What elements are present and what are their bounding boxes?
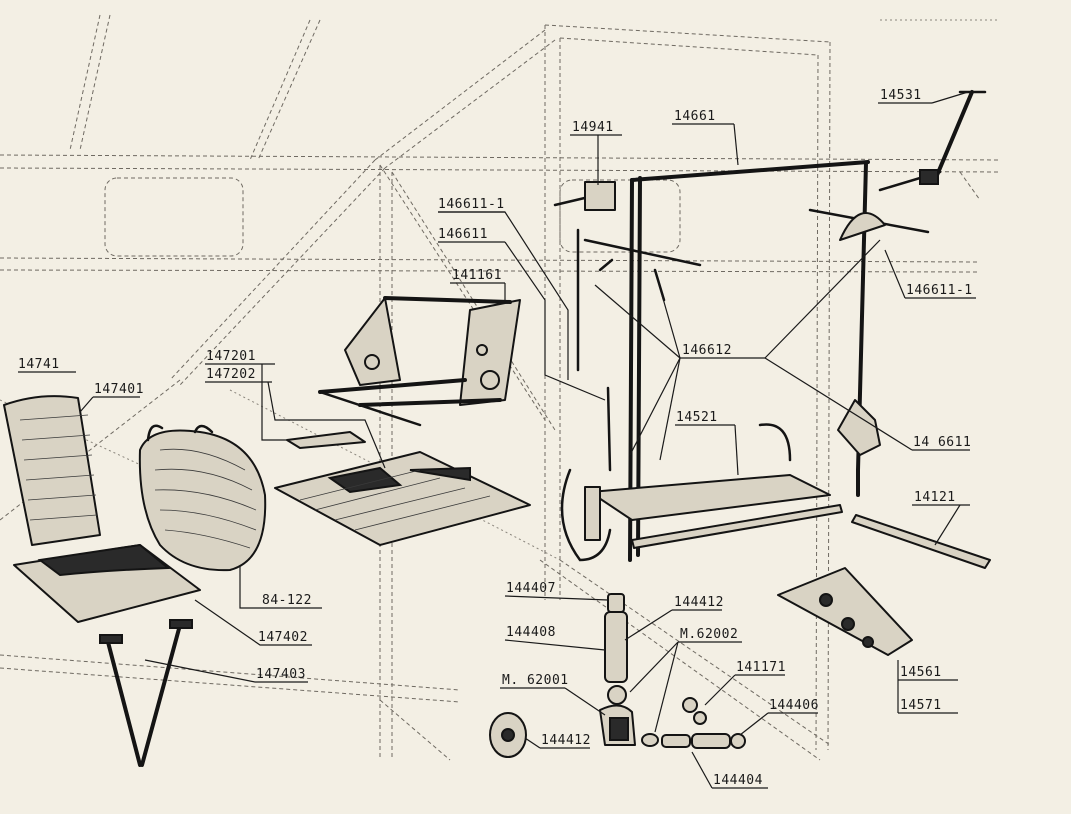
label-14561: 14561 bbox=[900, 665, 942, 680]
label-14531: 14531 bbox=[880, 88, 922, 103]
leader-lines bbox=[18, 91, 976, 789]
label-84-122: 84-122 bbox=[262, 593, 312, 608]
label-144404: 144404 bbox=[713, 773, 763, 788]
part-labels: 14741 147401 147201 147202 141161 146611… bbox=[18, 88, 973, 788]
label-144412-lower: 144412 bbox=[541, 733, 591, 748]
floor-tray bbox=[560, 423, 843, 562]
label-147403: 147403 bbox=[256, 667, 306, 682]
label-147202: 147202 bbox=[206, 367, 256, 382]
label-14661: 14661 bbox=[674, 109, 716, 124]
label-141171: 141171 bbox=[736, 660, 786, 675]
seat-frame bbox=[318, 296, 521, 427]
seat-cushion bbox=[138, 424, 267, 572]
control-handle bbox=[878, 90, 987, 192]
label-146611-1-left: 146611-1 bbox=[438, 197, 505, 212]
pilot-seat-assembly bbox=[3, 395, 201, 767]
bracket bbox=[553, 181, 616, 211]
label-144412-upper: 144412 bbox=[674, 595, 724, 610]
label-14-6611: 14 6611 bbox=[913, 435, 971, 450]
floor-panel bbox=[274, 431, 531, 546]
rail bbox=[851, 514, 991, 569]
label-M62002: M.62002 bbox=[680, 627, 738, 642]
label-144406: 144406 bbox=[769, 698, 819, 713]
label-146611-1-right: 146611-1 bbox=[906, 283, 973, 298]
label-146612: 146612 bbox=[682, 343, 732, 358]
label-144408: 144408 bbox=[506, 625, 556, 640]
label-146611: 146611 bbox=[438, 227, 488, 242]
label-14521: 14521 bbox=[676, 410, 718, 425]
label-144407: 144407 bbox=[506, 581, 556, 596]
pedestal bbox=[777, 567, 913, 656]
label-14741: 14741 bbox=[18, 357, 60, 372]
valve-assembly bbox=[489, 593, 746, 758]
label-M62001: M. 62001 bbox=[502, 673, 569, 688]
label-147402: 147402 bbox=[258, 630, 308, 645]
label-147201: 147201 bbox=[206, 349, 256, 364]
label-14571: 14571 bbox=[900, 698, 942, 713]
label-147401: 147401 bbox=[94, 382, 144, 397]
label-14121: 14121 bbox=[914, 490, 956, 505]
label-14941: 14941 bbox=[572, 120, 614, 135]
label-141161: 141161 bbox=[452, 268, 502, 283]
